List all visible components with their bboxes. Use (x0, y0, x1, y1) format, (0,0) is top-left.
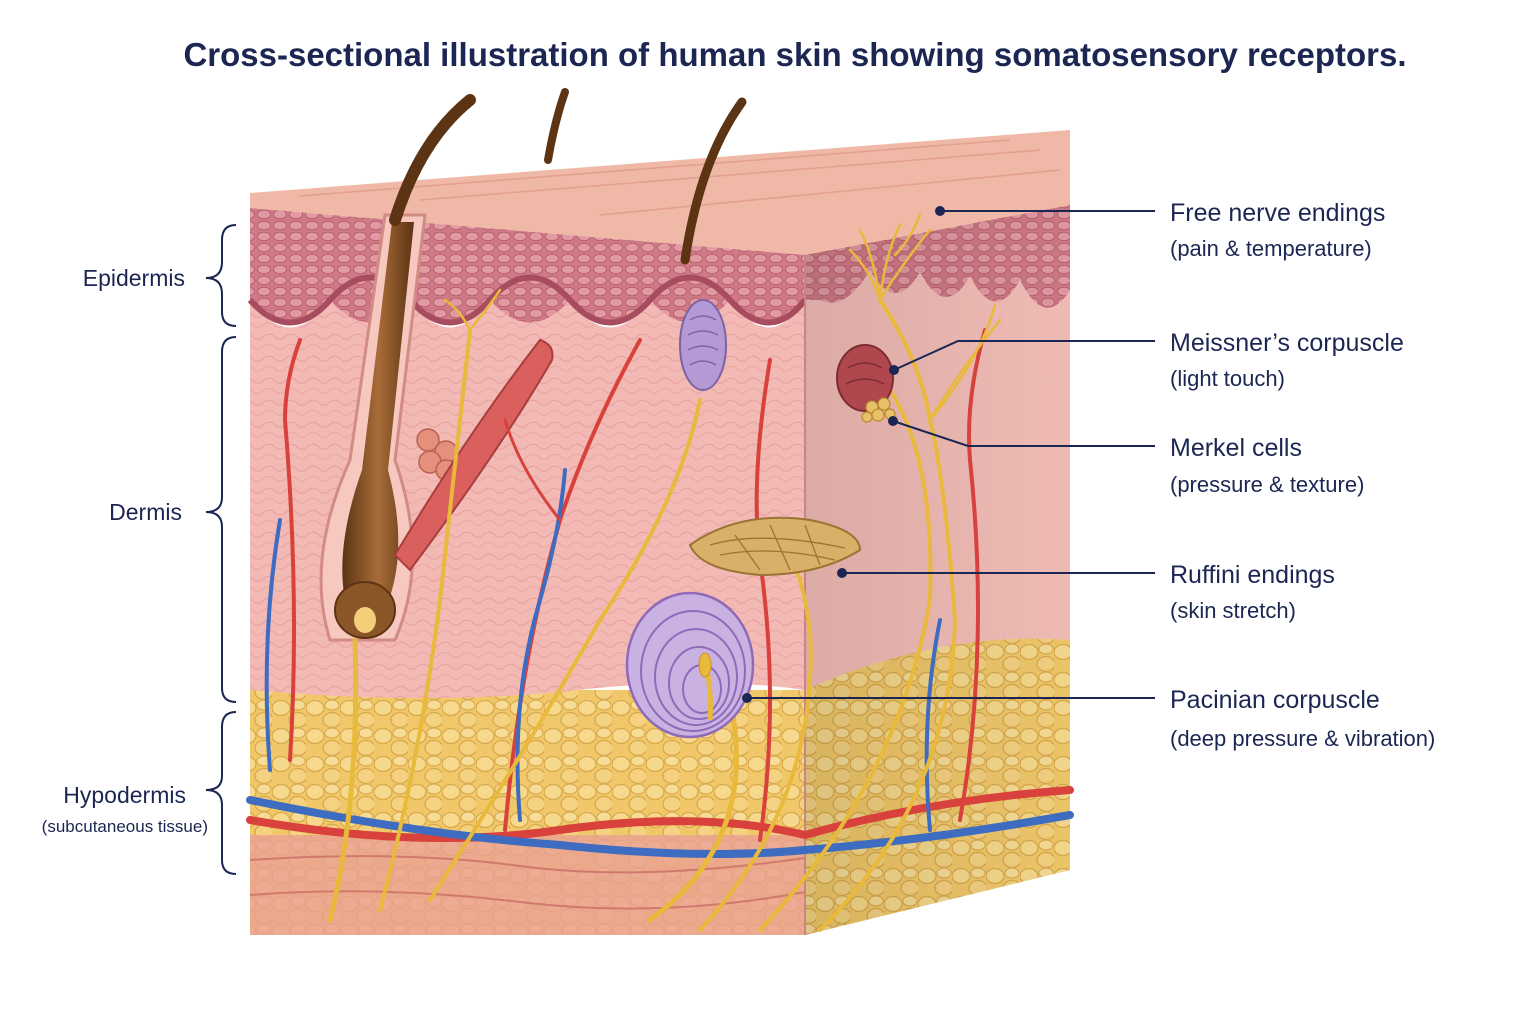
receptor-function: (pressure & texture) (1170, 472, 1364, 497)
callout-ruffini-endings: Ruffini endings (skin stretch) (837, 561, 1335, 623)
receptor-name: Merkel cells (1170, 434, 1302, 462)
hair-follicle (319, 213, 427, 642)
hypodermis-sublabel: (subcutaneous tissue) (42, 817, 208, 836)
callout-merkel-cells: Merkel cells (pressure & texture) (888, 416, 1364, 497)
receptor-name: Meissner’s corpuscle (1170, 329, 1404, 357)
free-nerve-endings (848, 213, 932, 302)
leader-line (892, 420, 1155, 447)
receptor-function: (light touch) (1170, 366, 1285, 391)
layer-labels: Epidermis Dermis Hypodermis (subcutaneou… (42, 224, 237, 875)
pacinian-corpuscle (625, 591, 755, 739)
callout-pacinian-corpuscle: Pacinian corpuscle (deep pressure & vibr… (742, 686, 1435, 751)
skin-block (246, 88, 1074, 935)
ruffini-endings (688, 516, 862, 577)
hypodermis-label: Hypodermis (63, 782, 186, 808)
layer-hypodermis: Hypodermis (subcutaneous tissue) (42, 711, 237, 875)
diagram-title: Cross-sectional illustration of human sk… (183, 36, 1406, 73)
blood-vessels (246, 328, 1074, 858)
receptor-name: Pacinian corpuscle (1170, 686, 1380, 714)
skin-top-surface (250, 130, 1070, 255)
nerve-fibers (327, 288, 1002, 932)
callout-meissner-corpuscle: Meissner’s corpuscle (light touch) (889, 329, 1404, 391)
receptor-function: (deep pressure & vibration) (1170, 726, 1435, 751)
hypodermis-bracket (205, 711, 237, 875)
epidermis-bracket (205, 224, 237, 327)
hair-shaft-2 (544, 88, 569, 164)
epidermis-label: Epidermis (83, 265, 185, 291)
meissner-corpuscle (679, 299, 894, 412)
layer-dermis: Dermis (109, 336, 237, 703)
callout-free-nerve-endings: Free nerve endings (pain & temperature) (935, 199, 1385, 261)
layer-epidermis: Epidermis (83, 224, 237, 327)
receptor-name: Ruffini endings (1170, 561, 1335, 589)
dermis-label: Dermis (109, 499, 182, 525)
receptor-name: Free nerve endings (1170, 199, 1385, 227)
artery-main (246, 786, 1074, 842)
dermis-bracket (205, 336, 237, 703)
hair-shaft-1 (389, 94, 476, 226)
receptor-function: (pain & temperature) (1170, 236, 1372, 261)
receptor-function: (skin stretch) (1170, 598, 1296, 623)
leader-line (893, 340, 1155, 371)
hair-shaft-3 (680, 97, 747, 265)
receptor-callouts: Free nerve endings (pain & temperature) … (742, 199, 1435, 751)
vein-main (246, 796, 1074, 858)
